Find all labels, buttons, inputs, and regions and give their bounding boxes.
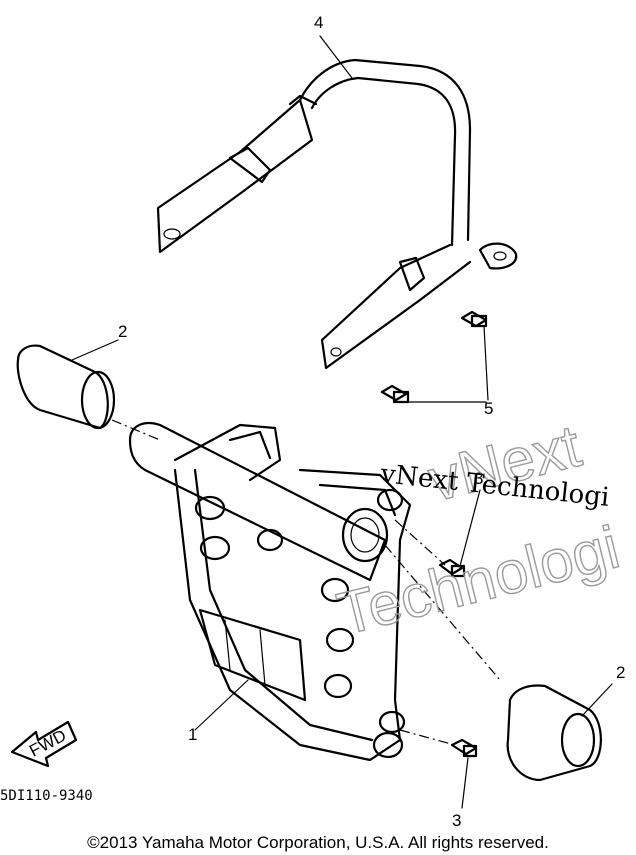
bolt-part-3-upper <box>394 489 481 578</box>
watermark-technologi: Technologi <box>331 513 626 647</box>
callout-part-4: 4 <box>314 13 323 32</box>
copyright-notice: ©2013 Yamaha Motor Corporation, U.S.A. A… <box>87 833 549 852</box>
bolt-part-3-lower <box>399 729 478 809</box>
callout-part-3-lower: 3 <box>452 811 461 830</box>
fwd-label: FWD <box>26 726 69 761</box>
bolt-part-5-upper <box>460 310 489 401</box>
callout-part-2-left: 2 <box>118 322 127 341</box>
leader-part-4 <box>319 35 353 79</box>
callout-part-2-right: 2 <box>616 663 625 682</box>
end-cap-part-2-right <box>506 683 613 782</box>
bolt-part-5-lower <box>380 384 487 404</box>
diagram-code: 5DI110-9340 <box>0 788 93 804</box>
callout-part-3-upper: 3 <box>474 469 483 488</box>
bumper-bracket-part-1 <box>128 422 501 762</box>
callout-part-5: 5 <box>484 399 493 418</box>
leader-part-2-left <box>71 339 119 361</box>
end-cap-part-2-left <box>16 344 161 441</box>
callout-part-1: 1 <box>188 725 197 744</box>
grab-bar-part-4 <box>156 58 518 370</box>
fwd-arrow-icon: FWD <box>10 720 78 768</box>
